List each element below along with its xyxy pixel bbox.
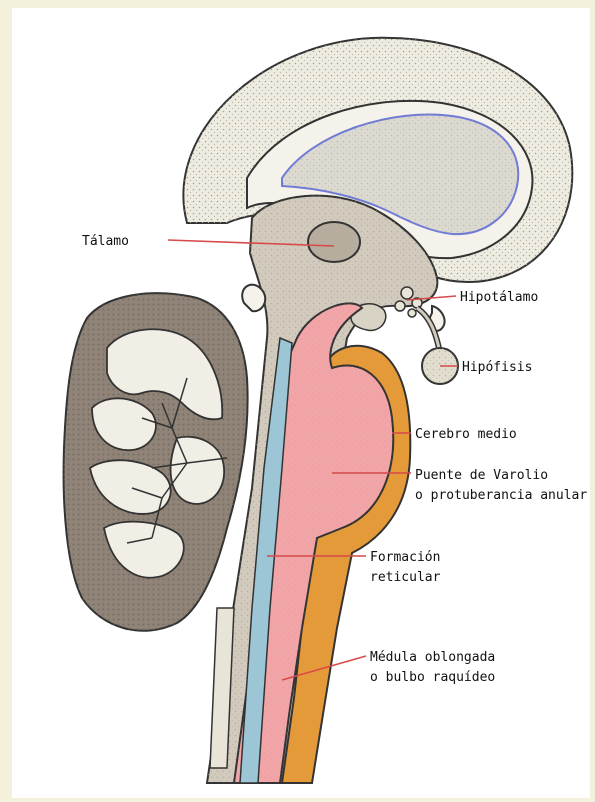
label-formacion-line2: reticular xyxy=(370,570,441,585)
label-talamo: Tálamo xyxy=(82,234,129,249)
label-hipotalamo: Hipotálamo xyxy=(460,290,538,305)
label-hipofisis: Hipófisis xyxy=(462,360,532,375)
brain-diagram: Tálamo Hipotálamo Hipófisis Cerebro medi… xyxy=(12,8,590,798)
label-cerebro-medio: Cerebro medio xyxy=(415,427,517,442)
thalamus-shape xyxy=(308,222,360,262)
label-medula-line2: o bulbo raquídeo xyxy=(370,670,495,685)
label-medula-line1: Médula oblongada xyxy=(370,650,495,665)
diagram-panel: Tálamo Hipotálamo Hipófisis Cerebro medi… xyxy=(12,8,590,798)
label-puente-line2: o protuberancia anular xyxy=(415,488,587,503)
label-formacion-line1: Formación xyxy=(370,550,440,565)
label-puente-line1: Puente de Varolio xyxy=(415,468,548,483)
cerebellum xyxy=(64,293,248,631)
